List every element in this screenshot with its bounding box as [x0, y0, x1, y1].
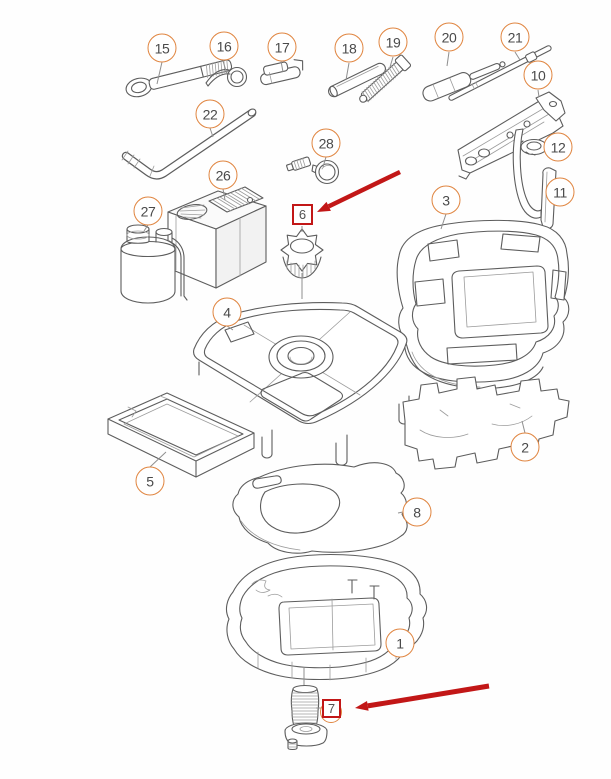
callout-label: 19 — [385, 34, 401, 50]
part-jack-rod — [448, 45, 552, 101]
callout-27[interactable]: 27 — [133, 196, 163, 226]
highlight-callout-6[interactable]: 6 — [292, 204, 313, 225]
callout-label: 12 — [550, 139, 566, 155]
part-wire-clip — [205, 66, 248, 88]
callout-11[interactable]: 11 — [545, 177, 575, 207]
callout-label: 4 — [223, 304, 231, 320]
callout-label: 17 — [274, 39, 290, 55]
callout-20[interactable]: 20 — [434, 22, 464, 52]
callout-10[interactable]: 10 — [523, 60, 553, 90]
part-threaded-rod — [359, 54, 412, 103]
callout-22[interactable]: 22 — [195, 99, 225, 129]
callout-label: 27 — [140, 203, 156, 219]
callout-18[interactable]: 18 — [334, 33, 364, 63]
callout-label: 8 — [413, 504, 421, 520]
callout-label: 1 — [396, 635, 404, 651]
callout-19[interactable]: 19 — [378, 27, 408, 57]
part-retaining-bolt — [284, 668, 328, 751]
callout-12[interactable]: 12 — [543, 132, 573, 162]
part-trim-clip — [260, 59, 304, 86]
callout-label: 20 — [441, 29, 457, 45]
callout-17[interactable]: 17 — [267, 32, 297, 62]
callout-label: 3 — [442, 192, 450, 208]
callout-label: 28 — [318, 135, 334, 151]
callout-label: 11 — [553, 184, 567, 200]
callout-label: 5 — [146, 473, 154, 489]
part-lug-wrench — [121, 108, 257, 180]
callout-label: 18 — [341, 40, 357, 56]
callout-16[interactable]: 16 — [209, 31, 239, 61]
callout-label: 26 — [215, 167, 231, 183]
callout-1[interactable]: 1 — [385, 628, 415, 658]
callout-21[interactable]: 21 — [500, 22, 530, 52]
part-pin — [328, 62, 386, 98]
callout-label: 22 — [202, 106, 218, 122]
red-arrow-to-part-7 — [367, 683, 490, 709]
callout-label: 10 — [530, 67, 546, 83]
highlight-label: 6 — [298, 207, 307, 222]
part-tray-lid — [107, 392, 255, 478]
callout-28[interactable]: 28 — [311, 128, 341, 158]
callout-2[interactable]: 2 — [510, 432, 540, 462]
part-scissor-jack — [457, 91, 566, 180]
callout-label: 15 — [154, 40, 170, 56]
callout-8[interactable]: 8 — [402, 497, 432, 527]
part-gasket — [232, 462, 408, 554]
callout-4[interactable]: 4 — [212, 297, 242, 327]
callout-label: 21 — [507, 29, 523, 45]
highlight-callout-7[interactable]: 7 — [322, 699, 341, 718]
part-jack-tray — [193, 302, 410, 466]
callout-3[interactable]: 3 — [431, 185, 461, 215]
callout-label: 2 — [521, 439, 529, 455]
part-pressure-gauge — [286, 156, 340, 185]
part-foam-insert — [402, 376, 570, 470]
part-foam-tray-upper — [396, 219, 570, 389]
callout-5[interactable]: 5 — [135, 466, 165, 496]
callout-label: 16 — [216, 38, 232, 54]
part-sealant-bottle — [120, 224, 188, 304]
part-air-compressor — [167, 186, 267, 289]
callout-15[interactable]: 15 — [147, 33, 177, 63]
red-arrow-to-part-6 — [327, 169, 401, 209]
part-tow-hook — [125, 58, 233, 98]
callout-26[interactable]: 26 — [208, 160, 238, 190]
highlight-label: 7 — [327, 701, 336, 716]
part-tool-handle — [422, 61, 506, 102]
part-foam-tray-lower — [225, 553, 428, 681]
highlight-arrows — [317, 169, 490, 711]
